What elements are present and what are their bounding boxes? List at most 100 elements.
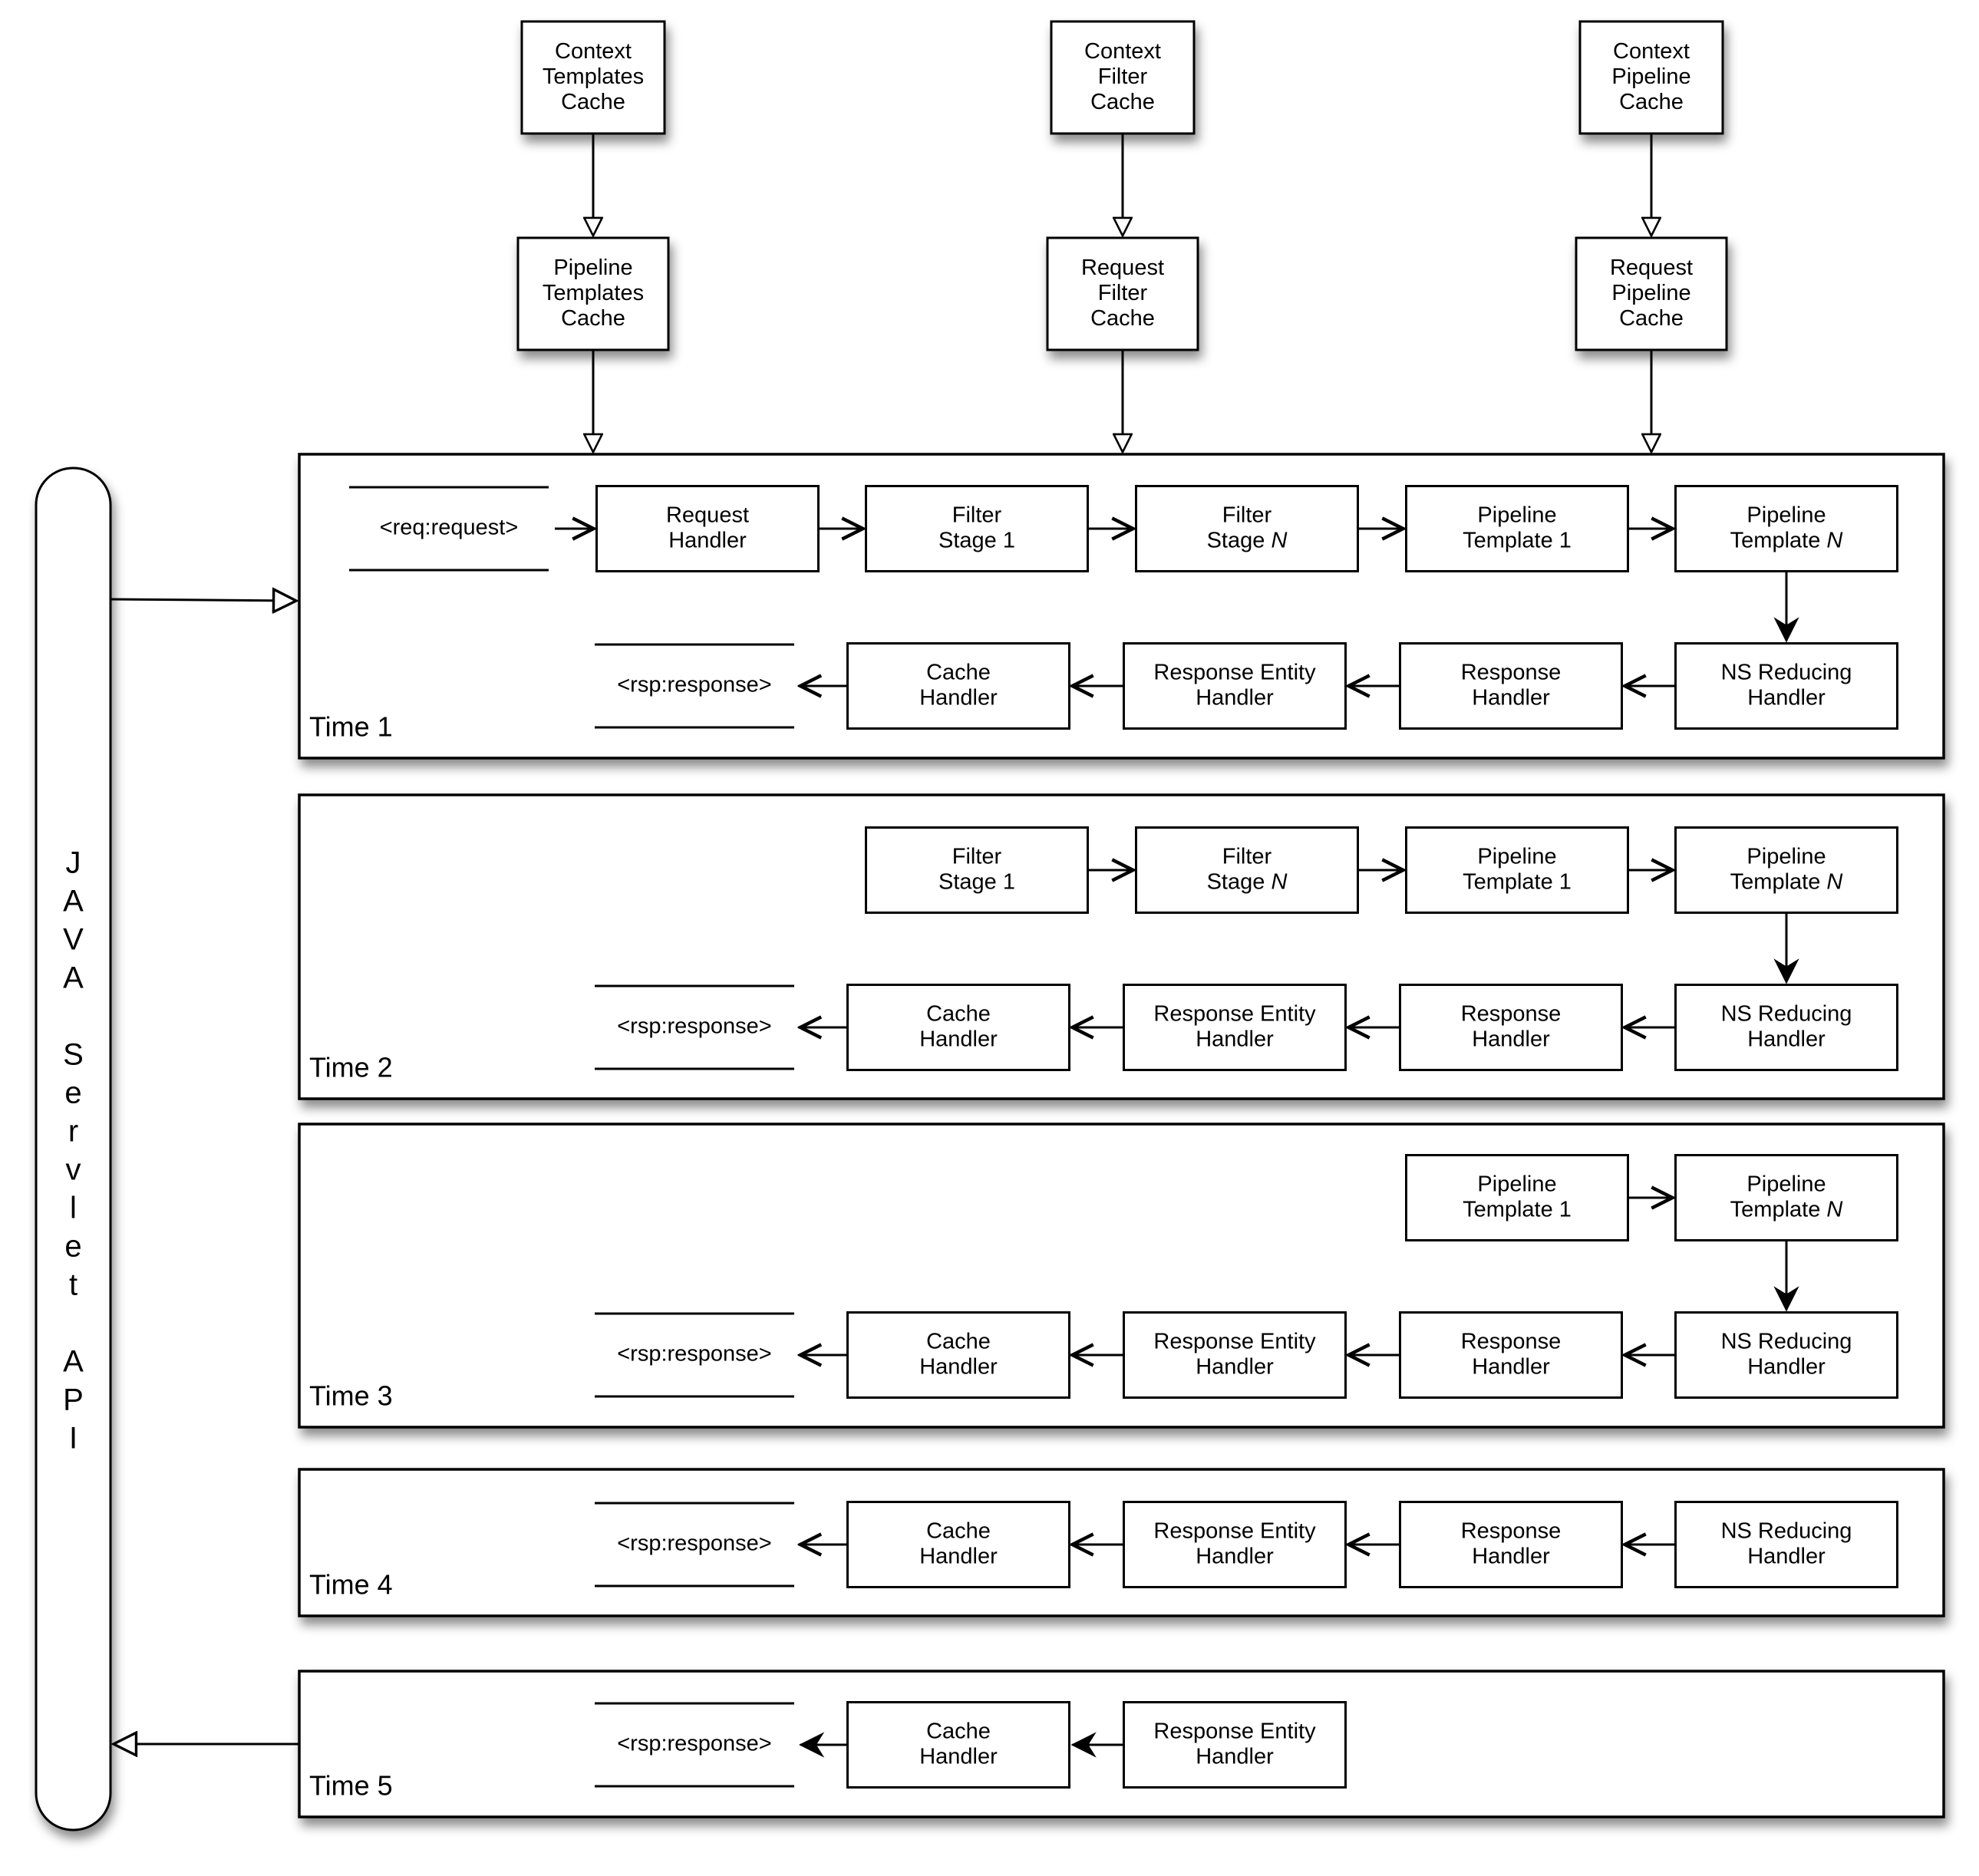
api-label-letter: t: [69, 1268, 78, 1302]
api-label-letter: e: [64, 1230, 81, 1264]
time-panel: [298, 1468, 1945, 1617]
handler-label-line: Filter: [1222, 503, 1272, 527]
handler-label-line: Stage 1: [938, 528, 1015, 552]
handler-label-line: Pipeline: [1746, 503, 1826, 527]
handler-label-line: Template N: [1730, 528, 1843, 552]
handler-label-line: Pipeline: [1746, 1172, 1826, 1196]
handler-box: [1123, 1311, 1347, 1399]
request-cache-label-line: Cache: [561, 306, 625, 331]
handler-label-line: Response Entity: [1153, 1719, 1316, 1743]
handler-label-line: NS Reducing: [1721, 660, 1852, 684]
handler-label-line: Filter: [952, 844, 1002, 869]
api-label-letter: J: [66, 846, 81, 880]
handler-box: [1674, 1311, 1898, 1399]
handler-label-line: Pipeline: [1477, 1172, 1556, 1196]
time-panel: [298, 1123, 1945, 1429]
handler-box: [1123, 642, 1347, 730]
time-label: Time 5: [309, 1770, 393, 1802]
handler-label-line: Pipeline: [1477, 503, 1556, 527]
handler-box: [846, 1311, 1070, 1399]
handler-label-line: Pipeline: [1477, 844, 1556, 869]
request-cache-label-line: Pipeline: [553, 256, 632, 280]
api-label-letter: A: [63, 961, 84, 995]
handler-box: [846, 984, 1070, 1071]
response-output-label: <rsp:response>: [617, 1014, 772, 1039]
response-output-label: <rsp:response>: [617, 673, 772, 697]
handler-label-line: Pipeline: [1746, 844, 1826, 869]
api-label-letter: S: [63, 1038, 84, 1072]
handler-label-line: Request: [666, 503, 749, 527]
context-cache-label-line: Context: [555, 39, 632, 64]
handler-label-line: Handler: [1472, 1544, 1550, 1568]
handler-label-line: Handler: [1747, 685, 1826, 710]
handler-box: [1123, 1701, 1347, 1789]
handler-label-line: Response: [1461, 660, 1562, 684]
handler-label-line: Cache: [926, 1518, 991, 1543]
handler-label-line: Response Entity: [1153, 1001, 1316, 1026]
handler-box: [1135, 485, 1359, 572]
handler-box: [1674, 984, 1898, 1071]
request-cache-label-line: Filter: [1098, 281, 1148, 305]
handler-box: [1399, 984, 1623, 1071]
handler-label-line: Handler: [1472, 1354, 1550, 1379]
handler-label-line: Cache: [926, 1719, 991, 1743]
handler-label-line: Template 1: [1463, 528, 1572, 552]
handler-label-line: Response Entity: [1153, 1329, 1316, 1353]
handler-box: [1399, 642, 1623, 730]
api-to-time1-arrow: [110, 599, 296, 601]
context-cache-label-line: Context: [1613, 39, 1690, 64]
context-cache-label-line: Cache: [1619, 90, 1684, 114]
handler-label-line: Handler: [919, 685, 998, 710]
request-cache-label-line: Templates: [543, 281, 644, 305]
handler-label-line: Handler: [1196, 1544, 1274, 1568]
handler-box: [1674, 826, 1898, 914]
handler-label-line: Template 1: [1463, 1197, 1572, 1222]
time-panel: [298, 453, 1945, 760]
handler-box: [865, 485, 1089, 572]
handler-box: [1674, 642, 1898, 730]
handler-label-line: Filter: [952, 503, 1002, 527]
response-output-label: <rsp:response>: [617, 1531, 772, 1556]
handler-label-line: Template N: [1730, 1197, 1843, 1222]
handler-label-line: Filter: [1222, 844, 1272, 869]
handler-label-line: Handler: [919, 1354, 998, 1379]
handler-label-line: Handler: [1472, 685, 1550, 710]
handler-label-line: Handler: [919, 1744, 998, 1769]
api-label-letter: r: [68, 1115, 78, 1149]
handler-label-line: Handler: [1472, 1027, 1550, 1051]
handler-box: [846, 1701, 1070, 1789]
handler-label-line: Handler: [1196, 685, 1274, 710]
api-label-letter: A: [63, 1345, 84, 1379]
handler-label-line: Handler: [1747, 1354, 1826, 1379]
handler-box: [846, 1501, 1070, 1588]
api-label-letter: V: [63, 923, 84, 957]
request-input-label: <req:request>: [380, 516, 519, 540]
time-panel: [298, 793, 1945, 1100]
handler-box: [846, 642, 1070, 730]
handler-label-line: Stage N: [1207, 528, 1288, 552]
handler-label-line: Handler: [1196, 1354, 1274, 1379]
handler-label-line: Response Entity: [1153, 1518, 1316, 1543]
handler-box: [595, 485, 820, 572]
handler-label-line: Handler: [919, 1544, 998, 1568]
context-cache-box: [1050, 20, 1196, 135]
request-cache-label-line: Pipeline: [1611, 281, 1690, 305]
handler-label-line: Response: [1461, 1329, 1562, 1353]
handler-label-line: Response: [1461, 1518, 1562, 1543]
handler-label-line: NS Reducing: [1721, 1518, 1852, 1543]
response-output-label: <rsp:response>: [617, 1342, 772, 1367]
request-cache-label-line: Cache: [1090, 306, 1155, 331]
request-cache-box: [1046, 236, 1199, 351]
context-cache-box: [1578, 20, 1724, 135]
request-cache-label-line: Request: [1081, 256, 1164, 280]
context-cache-label-line: Context: [1084, 39, 1161, 64]
context-cache-label-line: Cache: [561, 90, 625, 114]
handler-label-line: Cache: [926, 1329, 991, 1353]
handler-label-line: Stage 1: [938, 869, 1015, 894]
handler-label-line: Handler: [1747, 1027, 1826, 1051]
handler-box: [1135, 826, 1359, 914]
time-label: Time 4: [309, 1569, 393, 1601]
handler-label-line: Handler: [668, 528, 747, 552]
time-label: Time 2: [309, 1052, 393, 1083]
